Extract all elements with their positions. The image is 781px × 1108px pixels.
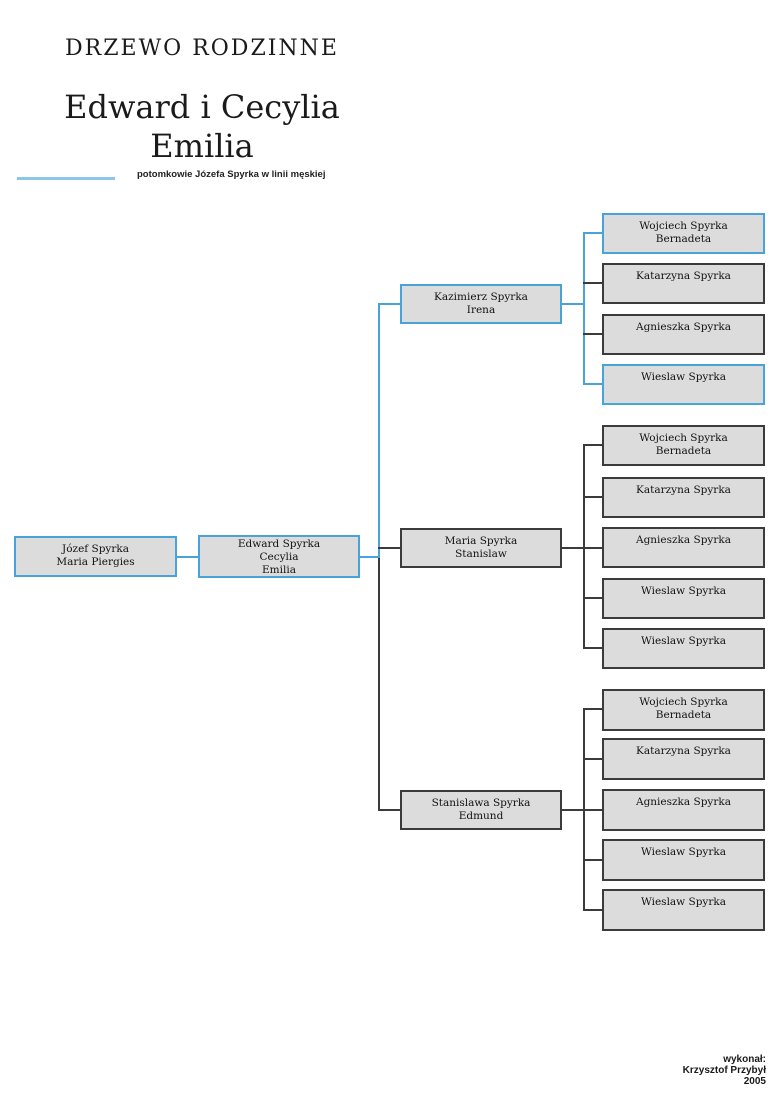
connector-group1-child2 [583,282,602,284]
tree-node-g2-wojciech-spyrka[interactable]: Wojciech Spyrka Bernadeta [602,425,765,466]
tree-node-g2-wieslaw-spyrka-2[interactable]: Wieslaw Spyrka [602,628,765,669]
tree-node-maria-spyrka[interactable]: Maria Spyrka Stanislaw [400,528,562,568]
connector-group3-child3 [583,809,602,811]
node-spouse: Cecylia [259,551,299,563]
node-spouse: Bernadeta [655,233,712,245]
connector-root-couple [177,556,198,558]
tree-node-g3-wieslaw-spyrka-1[interactable]: Wieslaw Spyrka [602,839,765,881]
connector-group1-child1 [583,232,602,234]
connector-group2-parent [562,547,584,549]
blue-rule [17,177,115,180]
connector-group2-child4 [583,597,602,599]
node-name: Agnieszka Spyrka [635,534,731,546]
connector-group3-child4 [583,859,602,861]
tree-node-g1-katarzyna-spyrka[interactable]: Katarzyna Spyrka [602,263,765,304]
tree-node-g3-wojciech-spyrka[interactable]: Wojciech Spyrka Bernadeta [602,689,765,731]
node-name: Kazimierz Spyrka [434,291,528,303]
node-name: Wieslaw Spyrka [641,585,726,597]
credit-author: Krzysztof Przybył [682,1065,766,1076]
connector-group1-trunk [583,232,585,385]
connector-group1-parent [562,303,584,305]
node-name: Wieslaw Spyrka [641,635,726,647]
connector-group3-child2 [583,758,602,760]
node-name: Maria Spyrka [444,535,518,547]
connector-group2-trunk [583,444,585,649]
node-spouse: Stanislaw [455,548,507,560]
tree-node-edward-spyrka[interactable]: Edward Spyrka Cecylia Emilia [198,535,360,578]
node-name: Wojciech Spyrka [639,220,728,232]
connector-group1-child4 [583,383,602,385]
connector-main-trunk-upper [378,303,380,558]
tree-node-g2-wieslaw-spyrka-1[interactable]: Wieslaw Spyrka [602,578,765,619]
main-title-line2: Emilia [150,127,254,165]
node-spouse2: Emilia [262,564,296,576]
tree-node-jozef-spyrka[interactable]: Józef Spyrka Maria Piergies [14,536,177,577]
tree-node-stanislawa-spyrka[interactable]: Stanislawa Spyrka Edmund [400,790,562,830]
connector-to-stanislawa [378,809,400,811]
connector-group3-parent [562,809,584,811]
tree-node-g1-wojciech-spyrka[interactable]: Wojciech Spyrka Bernadeta [602,213,765,254]
node-name: Edward Spyrka [237,538,321,550]
tree-node-g3-wieslaw-spyrka-2[interactable]: Wieslaw Spyrka [602,889,765,931]
connector-group2-child3 [583,547,602,549]
connector-to-kazimierz [378,303,400,305]
tree-node-g3-agnieszka-spyrka[interactable]: Agnieszka Spyrka [602,789,765,831]
credit-year: 2005 [743,1076,766,1087]
tree-node-g3-katarzyna-spyrka[interactable]: Katarzyna Spyrka [602,738,765,780]
tree-node-g2-katarzyna-spyrka[interactable]: Katarzyna Spyrka [602,477,765,518]
node-spouse: Maria Piergies [56,556,135,568]
node-name: Wieslaw Spyrka [641,846,726,858]
node-name: Katarzyna Spyrka [636,745,731,757]
document-title: DRZEWO RODZINNE [65,36,339,61]
connector-group3-child1 [583,708,602,710]
node-name: Wojciech Spyrka [639,696,728,708]
connector-group2-child1 [583,444,602,446]
node-name: Wieslaw Spyrka [641,371,726,383]
node-name: Józef Spyrka [62,543,129,555]
connector-main-trunk-lower [378,547,380,811]
connector-group2-child5 [583,647,602,649]
node-name: Katarzyna Spyrka [636,484,731,496]
node-name: Agnieszka Spyrka [635,321,731,333]
tree-node-kazimierz-spyrka[interactable]: Kazimierz Spyrka Irena [400,284,562,324]
connector-to-maria [378,547,400,549]
node-name: Katarzyna Spyrka [636,270,731,282]
node-name: Stanislawa Spyrka [431,797,531,809]
node-name: Agnieszka Spyrka [635,796,731,808]
connector-couple-trunk [360,556,380,558]
connector-group2-child2 [583,496,602,498]
subtitle: potomkowie Józefa Spyrka w linii męskiej [137,169,326,180]
connector-group1-child3 [583,333,602,335]
node-spouse: Edmund [458,810,504,822]
node-spouse: Bernadeta [655,709,712,721]
tree-node-g2-agnieszka-spyrka[interactable]: Agnieszka Spyrka [602,527,765,568]
credit-block: wykonał: Krzysztof Przybył 2005 [683,1054,766,1087]
connector-group3-child5 [583,909,602,911]
main-title-line1: Edward i Cecylia [64,88,340,126]
tree-node-g1-wieslaw-spyrka[interactable]: Wieslaw Spyrka [602,364,765,405]
credit-label: wykonał: [723,1054,766,1065]
node-spouse: Irena [466,304,496,316]
tree-node-g1-agnieszka-spyrka[interactable]: Agnieszka Spyrka [602,314,765,355]
node-spouse: Bernadeta [655,445,712,457]
node-name: Wojciech Spyrka [639,432,728,444]
node-name: Wieslaw Spyrka [641,896,726,908]
